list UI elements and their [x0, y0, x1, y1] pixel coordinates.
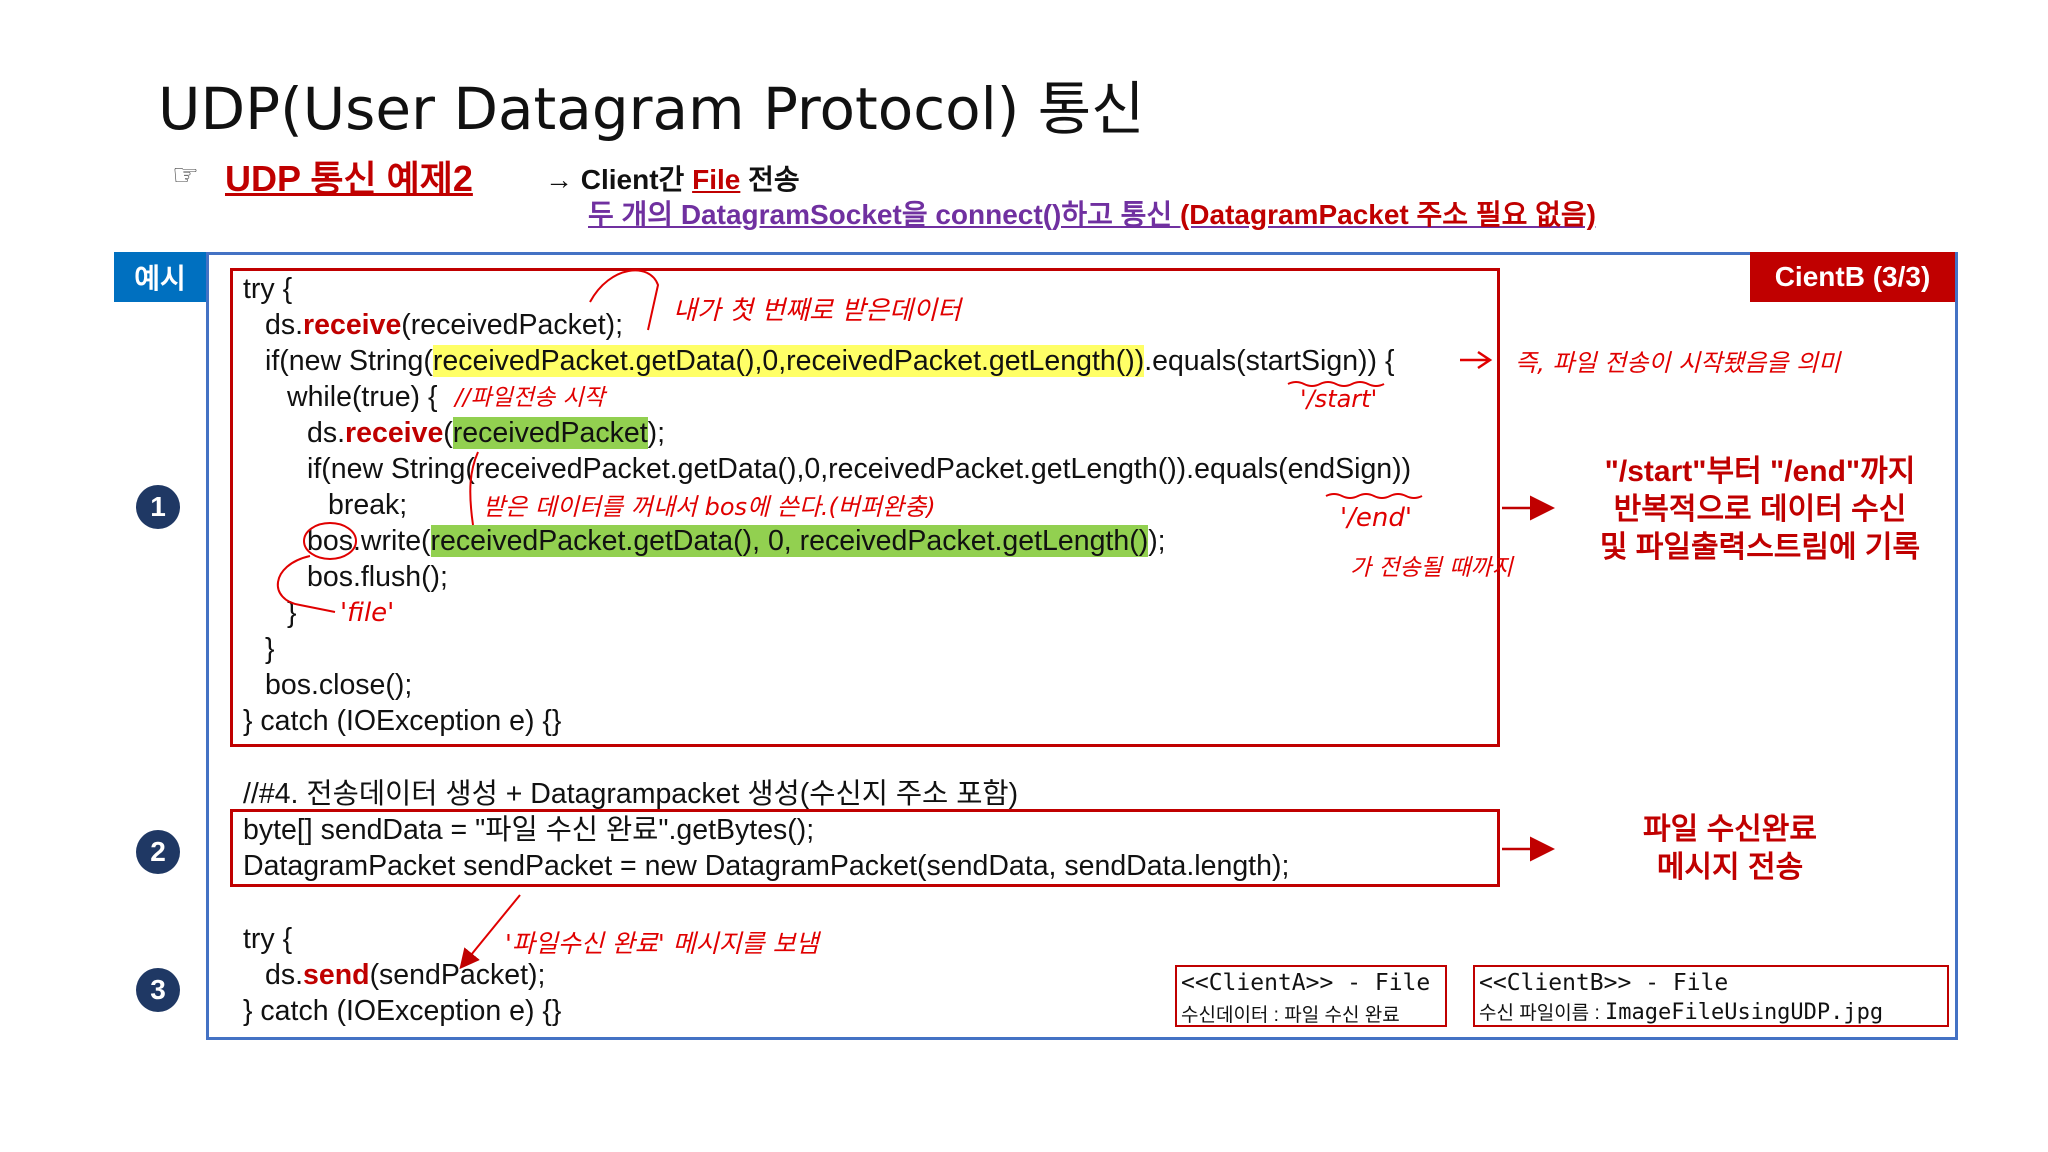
code-line: bos.write(receivedPacket.getData(), 0, r…: [307, 525, 1166, 557]
code-line: ds.send(sendPacket);: [265, 959, 546, 991]
code-line: ds.receive(receivedPacket);: [265, 309, 624, 341]
highlight-green: receivedPacket.getData(), 0, receivedPac…: [430, 525, 1149, 557]
note-step-1: "/start"부터 "/end"까지 반복적으로 데이터 수신 및 파일출력스…: [1599, 455, 1921, 564]
connect-note-main: 두 개의 DatagramSocket을 connect()하고 통신: [588, 199, 1180, 230]
code-line: if(new String(receivedPacket.getData(),0…: [265, 345, 1395, 377]
annotation-send-complete: '파일수신 완료' 메시지를 보냄: [505, 929, 819, 958]
code-line: } catch (IOException e) {}: [243, 995, 562, 1027]
page-title: UDP(User Datagram Protocol) 통신: [158, 75, 1145, 143]
code-line: try {: [243, 923, 293, 955]
underline-end-sign: [1325, 493, 1423, 499]
code-comment: //#4. 전송데이터 생성 + Datagrampacket 생성(수신지 주…: [243, 778, 1019, 810]
example-title: UDP 통신 예제2: [225, 158, 473, 199]
stroke-write-bos: [469, 451, 479, 526]
client-a-output-title: <<ClientA>> - File: [1181, 970, 1431, 996]
send-packet-box: [230, 809, 1500, 887]
file-word: File: [692, 164, 741, 195]
code-line: if(new String(receivedPacket.getData(),0…: [307, 453, 1412, 485]
annotation-start-sign: '/start': [1300, 385, 1378, 413]
annotation-first-data: 내가 첫 번째로 받은데이터: [673, 296, 961, 326]
annotation-until-end: 가 전송될 때까지: [1350, 555, 1513, 581]
code-line: }: [287, 597, 297, 629]
client-b-output: <<ClientB>> - File 수신 파일이름 : ImageFileUs…: [1473, 965, 1949, 1027]
step-2-badge: 2: [136, 830, 180, 874]
underline-start-sign: [1287, 381, 1385, 387]
client-label: CientB (3/3): [1750, 252, 1955, 302]
annotation-file: 'file': [340, 598, 395, 628]
client-b-output-title: <<ClientB>> - File: [1479, 970, 1729, 996]
annotation-file-start: //파일전송 시작: [455, 385, 605, 411]
code-line: while(true) {: [287, 381, 438, 413]
arrow-prefix: → Client간: [545, 164, 693, 195]
circle-bos: [303, 522, 357, 560]
code-line: bos.flush();: [307, 561, 448, 593]
client-b-output-row: 수신 파일이름 : ImageFileUsingUDP.jpg: [1479, 1000, 1884, 1025]
note-step-2: 파일 수신완료 메시지 전송: [1643, 813, 1817, 884]
arrow-start-meaning: [1460, 350, 1493, 370]
highlight-green: receivedPacket: [452, 417, 648, 449]
client-a-output: <<ClientA>> - File 수신데이터 : 파일 수신 완료: [1175, 965, 1447, 1027]
connect-note-paren: (DatagramPacket 주소 필요 없음): [1179, 199, 1596, 230]
stroke-first-data: [589, 269, 660, 331]
receive-loop-box: [230, 268, 1500, 747]
code-line: try {: [243, 273, 293, 305]
annotation-start-meaning: 즉, 파일 전송이 시작됐음을 의미: [1515, 349, 1841, 377]
step-1-badge: 1: [136, 485, 180, 529]
example-panel: [206, 252, 1958, 1040]
pointing-hand-icon: ☞: [172, 159, 199, 192]
annotation-write-bos: 받은 데이터를 꺼내서 bos에 쓴다.(버퍼완충): [483, 493, 936, 521]
client-a-output-row: 수신데이터 : 파일 수신 완료: [1181, 1005, 1400, 1026]
client-file-transfer-line: → Client간 File 전송: [545, 158, 800, 198]
code-line: DatagramPacket sendPacket = new Datagram…: [243, 850, 1290, 882]
example-label: 예시: [114, 252, 206, 302]
connect-note-line: 두 개의 DatagramSocket을 connect()하고 통신 (Dat…: [588, 193, 1596, 233]
code-line: break;: [328, 489, 408, 521]
step-3-badge: 3: [136, 968, 180, 1012]
code-line: bos.close();: [265, 669, 413, 701]
stroke-bos-file: [276, 555, 336, 613]
code-line: }: [265, 633, 275, 665]
code-line: ds.receive(receivedPacket);: [307, 417, 666, 449]
code-line: byte[] sendData = "파일 수신 완료".getBytes();: [243, 814, 815, 846]
annotation-end-sign: '/end': [1340, 503, 1413, 533]
highlight-yellow: receivedPacket.getData(),0,receivedPacke…: [432, 345, 1145, 377]
arrow-suffix: 전송: [740, 164, 800, 195]
stroke-send-complete: [459, 894, 521, 970]
code-line: } catch (IOException e) {}: [243, 705, 562, 737]
